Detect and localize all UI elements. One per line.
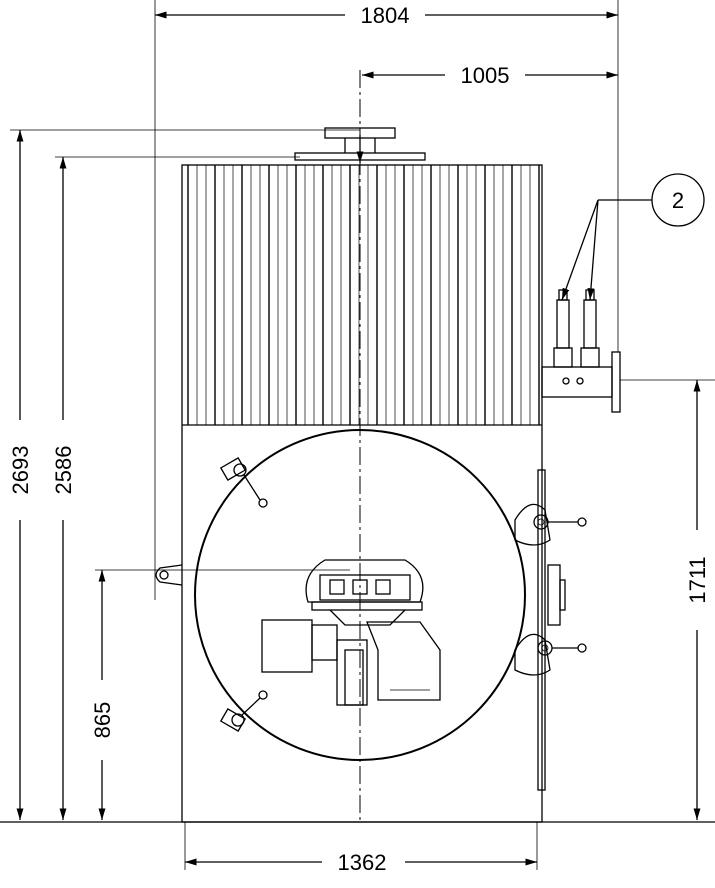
dimension-shell-width: 1362 <box>184 822 538 875</box>
corrugated-cladding <box>187 165 540 425</box>
door-latch-bottom <box>219 690 268 732</box>
hinge-plate-right <box>537 469 546 791</box>
dimension-overall-width: 1804 <box>154 0 619 600</box>
pipe-connections <box>541 289 621 413</box>
callout-number: 2 <box>672 188 684 213</box>
door-hinge-top <box>514 503 587 546</box>
burner-assembly <box>261 559 441 706</box>
lifting-lug <box>155 564 183 586</box>
dimension-center-offset: 1005 <box>362 63 618 88</box>
callout-2: 2 <box>561 173 705 301</box>
dim-label-shell-width: 1362 <box>338 850 387 875</box>
dim-label-overall-width: 1804 <box>361 3 410 28</box>
dim-label-center-offset: 1005 <box>461 63 510 88</box>
dimension-connection-height: 1711 <box>620 379 715 820</box>
door-latch-top <box>219 457 268 508</box>
door-hinge-bottom <box>514 633 587 676</box>
dim-label-body-height: 2586 <box>51 446 76 495</box>
dimension-burner-height: 865 <box>90 569 350 820</box>
dimension-body-height: 2586 <box>51 156 300 820</box>
dim-label-burner-height: 865 <box>90 702 115 739</box>
side-flange <box>547 564 566 626</box>
dim-label-overall-height: 2693 <box>8 446 33 495</box>
dim-label-connection-height: 1711 <box>685 556 710 603</box>
dimension-overall-height: 2693 <box>8 129 360 820</box>
front-door <box>194 429 526 761</box>
